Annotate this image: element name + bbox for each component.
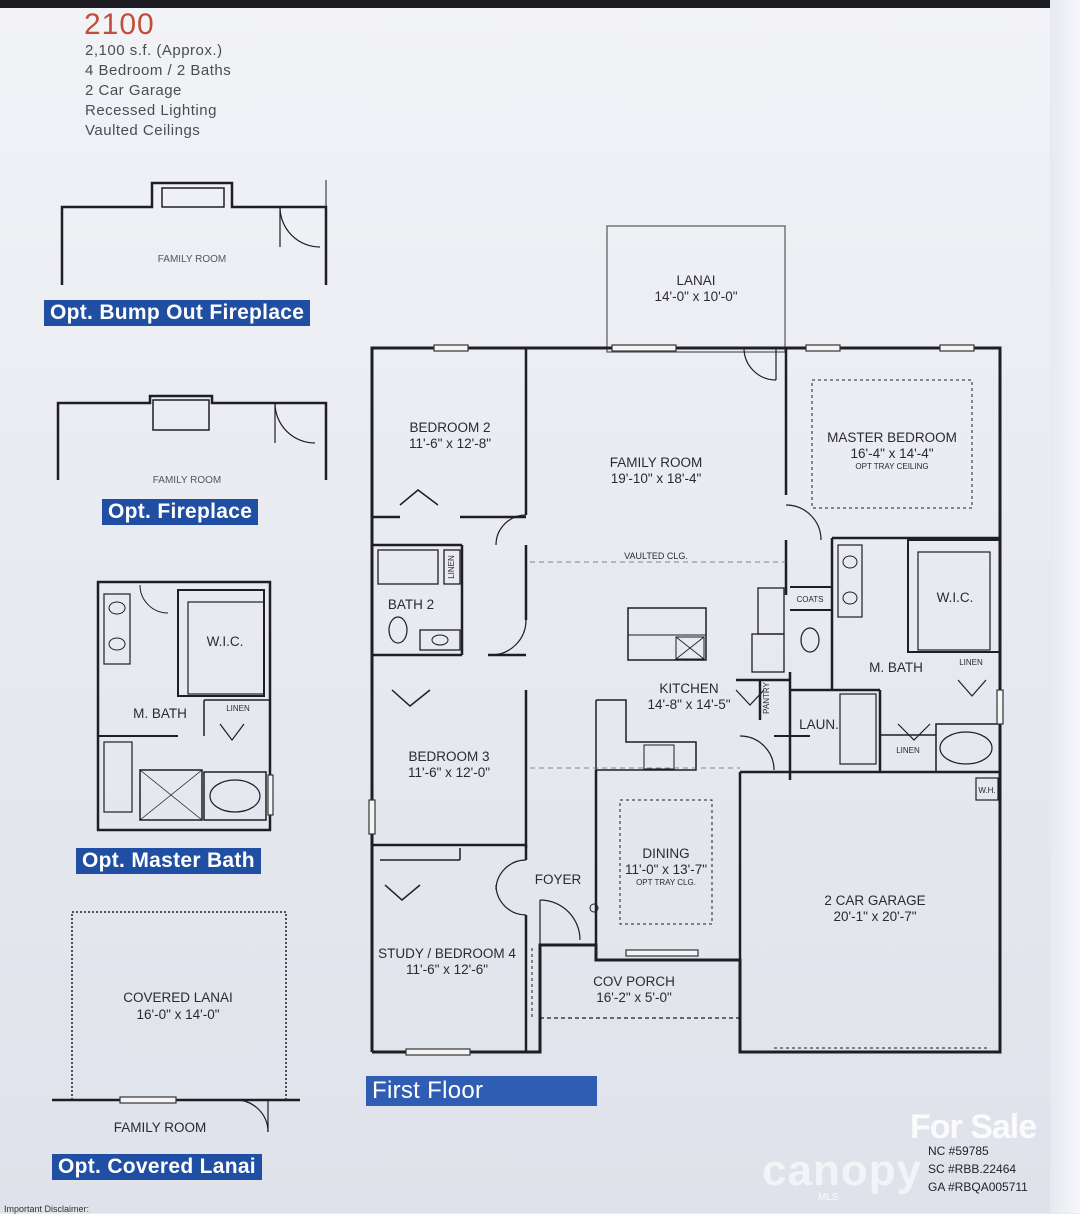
room-bath-2: BATH 2 xyxy=(387,597,435,612)
room-garage: 2 CAR GARAGE xyxy=(824,893,926,908)
room-study-dims: 11'-6" x 12'-6" xyxy=(405,962,489,977)
room-master-bedroom-dims: 16'-4" x 14'-4" xyxy=(850,446,934,461)
label-mbath-linen: LINEN xyxy=(959,658,983,667)
room-foyer: FOYER xyxy=(534,872,582,887)
banner-fireplace: Opt. Fireplace xyxy=(102,499,259,525)
license-ga: GA #RBQA005711 xyxy=(928,1180,1028,1194)
room-master-bedroom: MASTER BEDROOM xyxy=(827,430,957,445)
banner-master-bath: Opt. Master Bath xyxy=(76,848,261,874)
label-lanai-family-room: FAMILY ROOM xyxy=(113,1120,207,1135)
license-sc: SC #RBB.22464 xyxy=(928,1162,1017,1176)
feature-ceilings: Vaulted Ceilings xyxy=(85,122,201,139)
room-cov-porch: COV PORCH xyxy=(593,974,675,989)
label-covered-lanai-dims: 16'-0" x 14'-0" xyxy=(136,1007,220,1022)
room-lanai: LANAI xyxy=(676,273,716,288)
room-wic: W.I.C. xyxy=(936,590,974,605)
watermark-mls: MLS xyxy=(818,1192,839,1203)
room-kitchen-dims: 14'-8" x 14'-5" xyxy=(647,697,731,712)
label-opt-linen: LINEN xyxy=(226,704,250,713)
feature-sqft: 2,100 s.f. (Approx.) xyxy=(85,42,223,59)
label-laundry-linen: LINEN xyxy=(896,746,920,755)
label-covered-lanai: COVERED LANAI xyxy=(123,990,233,1005)
room-lanai-dims: 14'-0" x 10'-0" xyxy=(654,289,738,304)
label-vaulted-clg: VAULTED CLG. xyxy=(624,551,688,561)
room-dining-dims: 11'-0" x 13'-7" xyxy=(624,862,708,877)
room-laundry: LAUN. xyxy=(799,717,839,732)
label-fireplace-family-room: FAMILY ROOM xyxy=(152,475,222,486)
plan-name: 2100 xyxy=(84,8,155,41)
master-bath-option-drawing xyxy=(96,580,272,832)
paper-edge xyxy=(1050,0,1080,1213)
label-pantry: PANTRY xyxy=(762,682,771,714)
label-opt-tray-ceiling: OPT TRAY CEILING xyxy=(855,462,929,471)
label-bump-family-room: FAMILY ROOM xyxy=(157,254,227,265)
room-study: STUDY / BEDROOM 4 xyxy=(378,946,516,961)
label-coats: COATS xyxy=(796,595,824,604)
label-water-heater: W.H. xyxy=(978,786,996,795)
label-opt-wic: W.I.C. xyxy=(206,634,244,649)
bump-out-fireplace-drawing xyxy=(60,180,328,285)
room-garage-dims: 20'-1" x 20'-7" xyxy=(833,909,917,924)
room-cov-porch-dims: 16'-2" x 5'-0" xyxy=(596,990,672,1005)
banner-covered-lanai: Opt. Covered Lanai xyxy=(52,1154,262,1180)
room-family-room: FAMILY ROOM xyxy=(609,455,703,470)
banner-first-floor: First Floor xyxy=(366,1076,597,1106)
label-bath2-linen: LINEN xyxy=(447,555,456,579)
feature-garage: 2 Car Garage xyxy=(85,82,182,99)
disclaimer-text: Important Disclaimer: xyxy=(4,1204,90,1214)
watermark-canopy-logo: canopy xyxy=(762,1146,923,1195)
room-dining: DINING xyxy=(642,846,690,861)
room-kitchen: KITCHEN xyxy=(659,681,719,696)
label-dining-tray: OPT TRAY CLG. xyxy=(636,878,696,887)
room-bedroom-3-dims: 11'-6" x 12'-0" xyxy=(407,765,491,780)
first-floor-drawing xyxy=(370,225,1002,1054)
room-bedroom-3: BEDROOM 3 xyxy=(408,749,490,764)
feature-bedrooms: 4 Bedroom / 2 Baths xyxy=(85,62,232,79)
license-nc: NC #59785 xyxy=(928,1144,989,1158)
fireplace-drawing xyxy=(56,394,328,480)
feature-lighting: Recessed Lighting xyxy=(85,102,217,119)
room-bedroom-2-dims: 11'-6" x 12'-8" xyxy=(408,436,492,451)
room-m-bath: M. BATH xyxy=(869,660,923,675)
label-opt-m-bath: M. BATH xyxy=(133,706,187,721)
room-family-room-dims: 19'-10" x 18'-4" xyxy=(610,471,702,486)
watermark-for-sale: For Sale xyxy=(910,1108,1037,1146)
photo-edge xyxy=(0,0,1080,8)
room-bedroom-2: BEDROOM 2 xyxy=(409,420,491,435)
banner-bump-out-fireplace: Opt. Bump Out Fireplace xyxy=(44,300,311,326)
